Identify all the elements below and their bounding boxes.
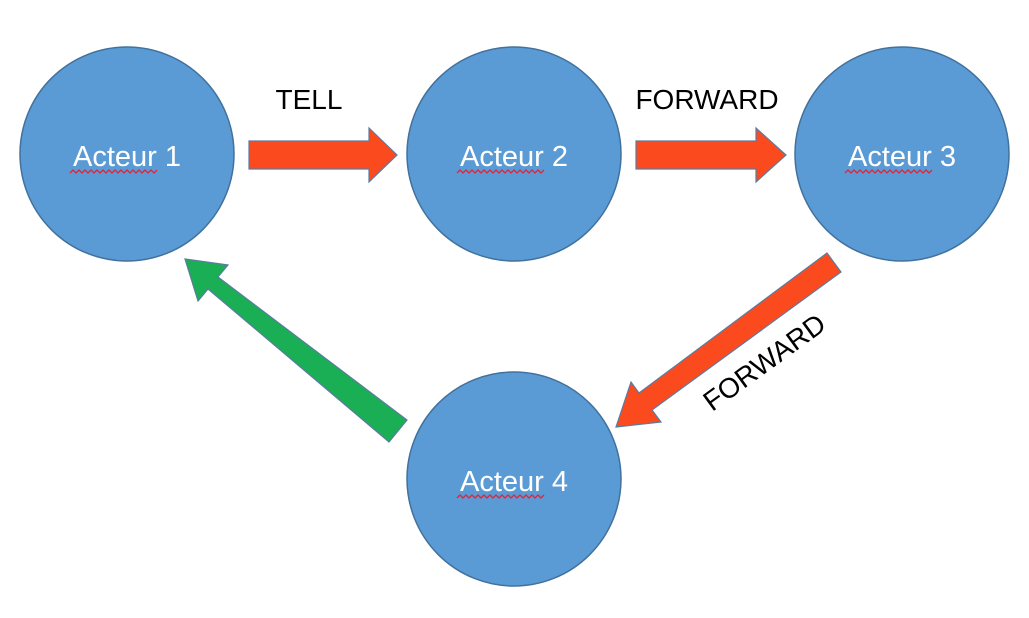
- edge-label-tell: TELL: [276, 84, 343, 115]
- spellcheck-underline: [456, 169, 545, 174]
- node-label: Acteur 2: [460, 141, 568, 173]
- node-acteur-3: Acteur 3: [794, 46, 1010, 262]
- arrow-acteur3-to-acteur4: [615, 252, 842, 428]
- node-circle: [794, 46, 1010, 262]
- edge-label-forward-top: FORWARD: [635, 84, 778, 115]
- node-circle: [406, 46, 622, 262]
- node-label: Acteur 4: [460, 466, 568, 498]
- arrow-acteur4-to-acteur1: [184, 258, 408, 443]
- node-circle: [19, 46, 235, 262]
- node-acteur-1: Acteur 1: [19, 46, 235, 262]
- spellcheck-underline: [844, 169, 933, 174]
- node-circle: [406, 371, 622, 587]
- node-label: Acteur 1: [73, 141, 181, 173]
- node-acteur-2: Acteur 2: [406, 46, 622, 262]
- node-label: Acteur 3: [848, 141, 956, 173]
- spellcheck-underline: [456, 494, 545, 499]
- arrow-acteur2-to-acteur3: [635, 126, 787, 184]
- node-acteur-4: Acteur 4: [406, 371, 622, 587]
- spellcheck-underline: [69, 169, 158, 174]
- arrow-acteur1-to-acteur2: [248, 126, 398, 184]
